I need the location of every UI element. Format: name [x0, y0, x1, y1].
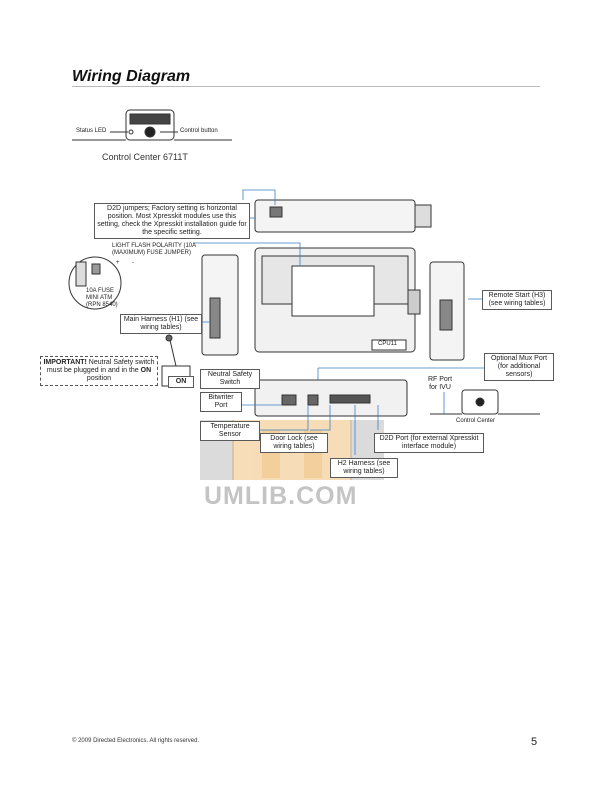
light-flash-polarity-label: LIGHT FLASH POLARITY (10A (MAXIMUM) FUSE… [112, 243, 196, 256]
jumper-detail [68, 256, 122, 310]
important-on: ON [140, 367, 152, 374]
d2d-port-callout: D2D Port (for external Xpresskit interfa… [374, 433, 484, 453]
status-led-label: Status LED [76, 128, 107, 134]
polarity-minus-label: - [132, 260, 134, 266]
door-lock-callout: Door Lock (see wiring tables) [260, 433, 328, 453]
main-harness-callout: Main Harness (H1) (see wiring tables) [120, 314, 202, 334]
neutral-safety-callout: Neutral Safety Switch [200, 369, 260, 389]
remote-start-callout: Remote Start (H3) (see wiring tables) [482, 290, 552, 310]
important-suffix: position [86, 375, 112, 382]
watermark-text: UMLIB.COM [204, 482, 358, 510]
control-button-label: Control button [180, 128, 218, 134]
page-number: 5 [531, 736, 538, 748]
cpu-label: CPU11 [378, 341, 397, 347]
polarity-plus-label: + [116, 260, 120, 266]
control-center-bottom-label: Control Center [456, 418, 496, 424]
remote-start-connector [429, 261, 465, 361]
important-prefix: IMPORTANT! [43, 359, 87, 366]
control-center-top-device [72, 109, 232, 141]
bitwriter-callout: Bitwriter Port [200, 392, 242, 412]
optional-mux-callout: Optional Mux Port (for additional sensor… [484, 353, 554, 381]
module-top-view [254, 199, 432, 233]
fuse-label: 10A FUSE MINI ATM (RPN 8540) [86, 288, 118, 308]
control-center-caption: Control Center 6711T [102, 152, 188, 162]
module-main-body [254, 247, 421, 353]
page-title: Wiring Diagram [72, 68, 191, 85]
footer-copyright: © 2009 Directed Electronics. All rights … [72, 738, 200, 744]
important-note: IMPORTANT! Neutral Safety switch must be… [40, 356, 158, 386]
on-label: ON [168, 376, 194, 388]
callout-lines [193, 189, 486, 455]
important-text: Neutral Safety switch must be plugged in… [46, 359, 155, 374]
rf-port-callout: RF Port for IVU [424, 376, 456, 392]
module-bottom-view [254, 379, 408, 417]
h2-harness-callout: H2 Harness (see wiring tables) [330, 458, 398, 478]
title-rule [72, 86, 540, 87]
temperature-callout: Temperature Sensor [200, 421, 260, 441]
main-harness-connector [201, 254, 239, 356]
control-center-bottom-device [430, 389, 540, 415]
d2d-jumpers-callout: D2D jumpers; Factory setting is horizont… [94, 203, 250, 239]
